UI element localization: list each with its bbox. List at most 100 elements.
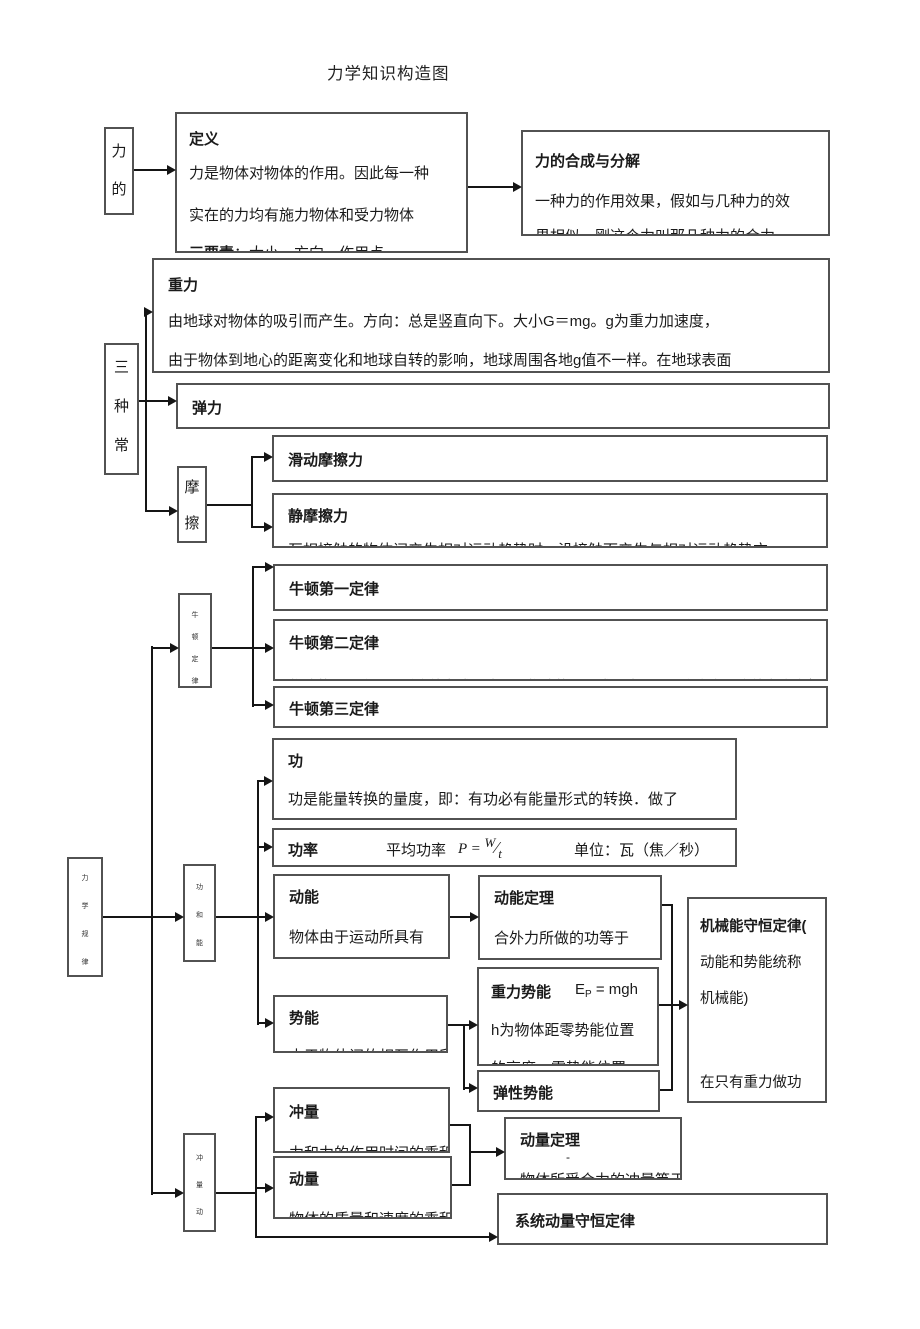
node-momentum-theorem-title: 动量定理	[520, 1132, 581, 1149]
connector-line	[660, 1089, 673, 1091]
node-power-formula-prefix: 平均功率	[386, 842, 447, 859]
arrowhead	[264, 776, 273, 786]
connector-line	[448, 1024, 470, 1026]
connector-line	[145, 311, 147, 512]
connector-line	[257, 780, 259, 1025]
node-elastic-force-title: 弹力	[192, 400, 223, 417]
connector-line	[256, 1116, 266, 1118]
node-kinetic-energy: 动能 物体由于运动所具有	[273, 874, 450, 959]
node-system-momentum-conservation: 系统动量守恒定律	[497, 1193, 828, 1245]
connector-line	[258, 780, 265, 782]
node-composition: 力的合成与分解 一种力的作用效果，假如与几种力的效 果相似，刚这个力叫那几种力的…	[521, 130, 830, 236]
connector-line	[256, 1236, 490, 1238]
node-gravitational-pe: 重力势能 EP = mgh h为物体距零势能位置 的高度．零势能位置	[477, 967, 659, 1066]
connector-line	[452, 1184, 471, 1186]
node-momentum-theorem-clipped-line: 物体所受合力的冲量等于	[520, 1169, 680, 1178]
connector-line	[253, 647, 266, 649]
node-mechanical-energy-conservation: 机械能守恒定律( 动能和势能统称 机械能) 在只有重力做功	[687, 897, 827, 1103]
arrowhead	[489, 1232, 498, 1242]
node-system-momentum-conservation-title: 系统动量守恒定律	[515, 1213, 636, 1230]
arrowhead	[679, 1000, 688, 1010]
node-newton2-clipped-line: 物体的加速度跟所受合外力成正比，跟物体的质量成反比，加速度方向跟合外力方向相同	[289, 676, 826, 679]
connector-line	[258, 1022, 266, 1024]
connector-line	[152, 1192, 176, 1194]
connector-line	[252, 566, 254, 707]
connector-line	[152, 647, 171, 649]
node-composition-line: 一种力的作用效果，假如与几种力的效	[535, 193, 791, 210]
node-newton1: 牛顿第一定律	[273, 564, 828, 611]
node-potential-energy: 势能 由于物体间的相互作用所具有	[273, 995, 448, 1053]
connector-line	[253, 566, 266, 568]
arrowhead	[167, 165, 176, 175]
connector-line	[450, 916, 471, 918]
node-static-friction: 静摩擦力 互相接触的物体间产生相对运动趋势时，沿接触面产生与相对运动趋势方	[272, 493, 828, 548]
node-composition-title: 力的合成与分解	[535, 153, 641, 170]
connector-line	[216, 916, 259, 918]
arrowhead	[265, 912, 274, 922]
node-potential-energy-clipped-line: 由于物体间的相互作用所具有	[289, 1045, 446, 1051]
connector-line	[251, 456, 253, 528]
page-title: 力学知识构造图	[327, 65, 450, 83]
node-gravity-line: 由地球对物体的吸引而产生。方向：总是竖直向下。大小G＝mg。g为重力加速度，	[168, 313, 719, 330]
node-momentum: 动量 物体的质量和速度的乘积	[273, 1156, 452, 1219]
node-momentum-title: 动量	[289, 1171, 320, 1188]
connector-line	[662, 904, 673, 906]
node-definition-line: 力是物体对物体的作用。因此每一种	[189, 165, 430, 182]
connector-line	[671, 904, 673, 1091]
connector-line	[463, 1024, 465, 1090]
arrowhead	[144, 307, 153, 317]
node-definition-title: 定义	[189, 131, 220, 148]
arrowhead	[469, 1083, 478, 1093]
node-gravity-title: 重力	[168, 277, 199, 294]
node-mechanics-laws-root-label: 力学规律	[81, 875, 89, 966]
node-power: 功率 平均功率 P = W⁄t 单位：瓦（焦／秒）	[272, 828, 737, 867]
node-friction-group: 摩擦	[177, 466, 207, 543]
node-three-common-forces-label: 三种常	[113, 359, 129, 454]
node-work-line: 功是能量转换的量度，即：有功必有能量形式的转换．做了	[288, 791, 679, 808]
connector-line	[134, 169, 168, 171]
connector-line	[207, 504, 252, 506]
node-gravity-line: 由于物体到地心的距离变化和地球自转的影响，地球周围各地g值不一样。在地球表面	[168, 352, 732, 369]
connector-line	[469, 1124, 471, 1186]
arrowhead	[175, 912, 184, 922]
arrowhead	[265, 1112, 274, 1122]
node-impulse-clipped-line: 力和力的作用时间的乘积	[289, 1142, 448, 1151]
node-impulse-title: 冲量	[289, 1104, 320, 1121]
node-power-title: 功率	[288, 842, 319, 859]
node-ke-theorem-title: 动能定理	[494, 890, 555, 907]
arrowhead	[169, 506, 178, 516]
node-friction-group-label: 摩擦	[184, 479, 200, 532]
mech-conservation-line: 机械能守恒定律(	[700, 919, 807, 935]
node-potential-energy-title: 势能	[289, 1010, 320, 1027]
node-gravity: 重力 由地球对物体的吸引而产生。方向：总是竖直向下。大小G＝mg。g为重力加速度…	[152, 258, 830, 373]
node-kinetic-energy-title: 动能	[289, 889, 320, 906]
node-definition-line: 实在的力均有施力物体和受力物体	[189, 207, 415, 224]
node-mechanics-laws-root: 力学规律	[67, 857, 103, 977]
connector-line	[659, 1004, 679, 1006]
node-newton3: 牛顿第三定律	[273, 686, 828, 728]
node-work-energy-group: 功和能	[183, 864, 216, 962]
connector-line	[216, 1192, 257, 1194]
node-momentum-theorem-dash: -	[566, 1150, 570, 1164]
gpe-formula: EP = mgh	[575, 981, 638, 1000]
node-kinetic-energy-line: 物体由于运动所具有	[289, 929, 425, 946]
connector-line	[253, 704, 266, 706]
mech-conservation-line: 动能和势能统称	[700, 955, 802, 971]
node-elastic-force: 弹力	[176, 383, 830, 429]
power-formula: P = W⁄t	[458, 835, 502, 861]
node-work-energy-group-label: 功和能	[196, 884, 203, 947]
node-momentum-theorem: 动量定理 - 物体所受合力的冲量等于	[504, 1117, 682, 1180]
connector-trunk-line	[151, 646, 153, 1195]
arrowhead	[265, 562, 274, 572]
connector-line	[258, 846, 265, 848]
node-newton2: 牛顿第二定律 物体的加速度跟所受合外力成正比，跟物体的质量成反比，加速度方向跟合…	[273, 619, 828, 681]
arrowhead	[265, 700, 274, 710]
node-static-friction-clipped-line: 互相接触的物体间产生相对运动趋势时，沿接触面产生与相对运动趋势方	[288, 539, 768, 546]
node-composition-clipped-line: 果相似，刚这个力叫那几种力的合力	[535, 225, 775, 234]
connector-line	[255, 1116, 257, 1238]
connector-line	[256, 1187, 266, 1189]
arrowhead	[513, 182, 522, 192]
node-static-friction-title: 静摩擦力	[288, 508, 349, 525]
